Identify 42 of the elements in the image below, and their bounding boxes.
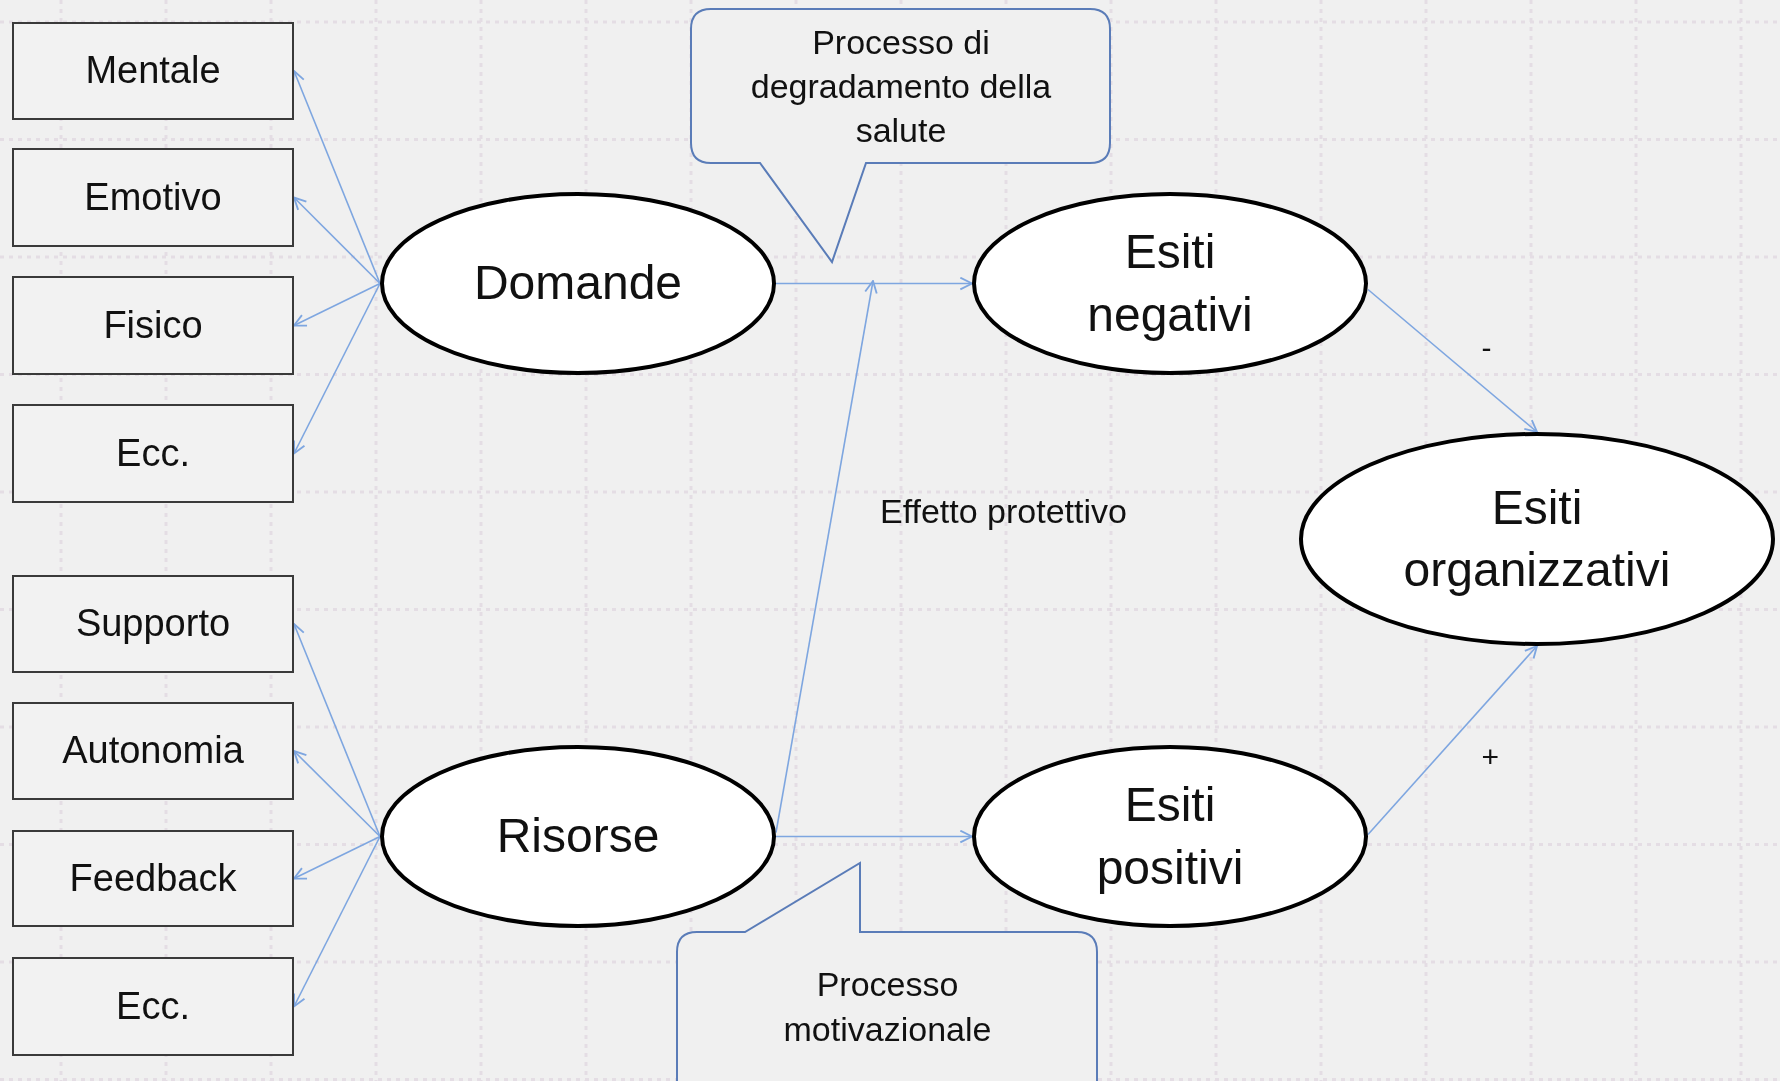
factor-box xyxy=(12,957,294,1056)
node-text: Risorse xyxy=(496,808,660,865)
node-text: Ecc. xyxy=(116,983,190,1029)
arrow xyxy=(775,276,973,291)
concept-ellipse xyxy=(380,192,776,375)
node-text: Processo di degradamento della salute xyxy=(749,21,1053,152)
node-text: Feedback xyxy=(69,855,237,901)
node-text: Mentale xyxy=(85,48,221,94)
annotation-text: Effetto protettivo xyxy=(880,492,1127,531)
factor-box xyxy=(12,148,294,247)
concept-ellipse xyxy=(972,745,1368,928)
speech-callout xyxy=(676,862,1099,1081)
node-text: Autonomia xyxy=(62,728,244,774)
node-text: Esiti organizzativi xyxy=(1402,479,1672,598)
arrow xyxy=(293,835,381,880)
concept-ellipse xyxy=(1299,432,1775,646)
speech-callout xyxy=(690,8,1112,264)
arrow xyxy=(1367,645,1538,836)
concept-ellipse xyxy=(380,745,776,928)
node-text: Supporto xyxy=(75,601,231,647)
arrow xyxy=(293,835,381,1008)
node-text: Esiti negativi xyxy=(1086,224,1254,343)
arrow xyxy=(293,196,381,285)
concept-ellipse xyxy=(972,192,1368,375)
factor-box xyxy=(12,830,294,927)
node-text: Ecc. xyxy=(116,430,190,476)
factor-box xyxy=(12,404,294,503)
node-text: Domande xyxy=(473,255,683,312)
node-text: Processo motivazionale xyxy=(782,964,993,1050)
node-text: Emotivo xyxy=(84,174,222,220)
factor-box xyxy=(12,22,294,120)
arrow xyxy=(293,750,381,838)
arrow xyxy=(775,829,973,844)
arrow xyxy=(293,282,381,455)
factor-box xyxy=(12,575,294,673)
arrow xyxy=(1367,288,1538,433)
arrow xyxy=(293,282,381,327)
node-text: Fisico xyxy=(103,302,203,348)
factor-box xyxy=(12,702,294,800)
arrow xyxy=(775,280,878,834)
node-text: Esiti positivi xyxy=(1095,777,1245,896)
factor-box xyxy=(12,276,294,375)
